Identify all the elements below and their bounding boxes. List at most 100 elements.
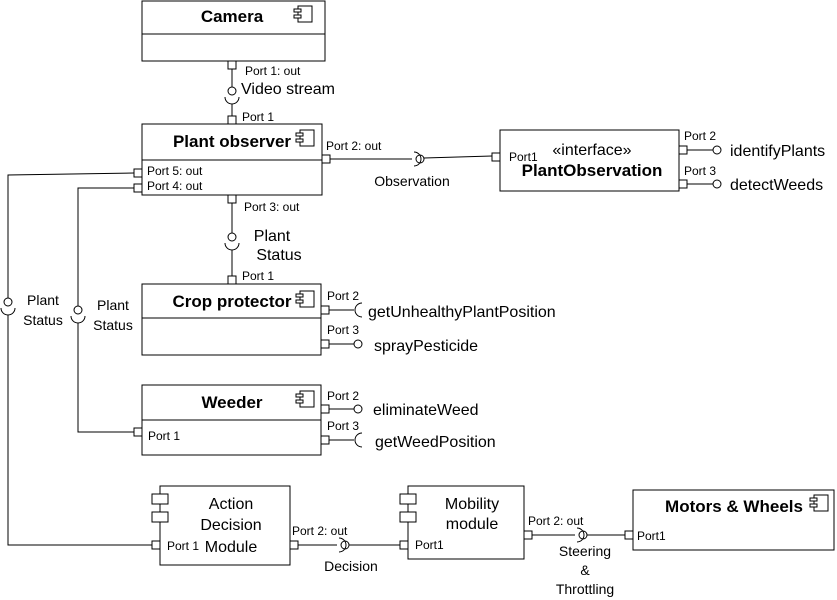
weeder-component[interactable]: Weeder — [141, 384, 322, 456]
component-icon — [293, 5, 313, 23]
plant-status-outer-line1: Plant — [27, 292, 59, 308]
steering-label-line2: & — [580, 562, 590, 578]
plant-status-inner-line2: Status — [93, 317, 133, 333]
camera-port-1[interactable] — [227, 60, 237, 70]
weeder-port-1-label: Port 1 — [148, 429, 180, 443]
plant-status-outer-required-icon — [0, 307, 16, 316]
video-stream-required-icon — [224, 96, 240, 105]
crop-protector-port-3-label: Port 3 — [327, 323, 359, 337]
camera-title: Camera — [201, 7, 264, 26]
plant-observer-port-5-label: Port 5: out — [147, 164, 203, 178]
decision-label: Decision — [324, 558, 378, 574]
weeder-port-2[interactable] — [320, 404, 330, 414]
action-decision-port-2[interactable] — [289, 540, 299, 550]
camera-port-1-label: Port 1: out — [245, 64, 301, 78]
plant-observer-port-2-label: Port 2: out — [326, 139, 382, 153]
crop-protector-port-1[interactable] — [227, 275, 237, 285]
get-weed-position-required-icon — [354, 432, 363, 448]
weeder-port-2-label: Port 2 — [327, 389, 359, 403]
interface-stereotype: «interface» — [552, 142, 631, 159]
action-decision-port-2-label: Port 2: out — [292, 524, 348, 538]
eliminate-weed-provided-icon — [353, 404, 363, 414]
observation-provided-icon — [415, 154, 425, 164]
mobility-port-2-label: Port 2: out — [528, 514, 584, 528]
plant-observer-port-1-label: Port 1 — [242, 110, 274, 124]
plant-observer-port-1[interactable] — [227, 115, 237, 125]
interface-port-2-label: Port 2 — [684, 129, 716, 143]
steering-label-line1: Steering — [559, 543, 611, 559]
action-decision-title-line1: Action — [209, 496, 253, 513]
plant-observer-port-5[interactable] — [133, 168, 143, 178]
mobility-title-line2: module — [446, 516, 499, 533]
camera-component[interactable]: Camera — [141, 0, 326, 62]
steering-label-line3: Throttling — [556, 581, 614, 597]
plant-status-outer-provided-icon — [3, 297, 13, 307]
steering-required-icon — [576, 527, 585, 543]
component-icon — [295, 129, 315, 147]
plant-observation-interface[interactable]: «interface» PlantObservation — [499, 129, 680, 192]
identify-plants-label: identifyPlants — [730, 143, 825, 160]
action-decision-title-line2: Decision — [200, 517, 261, 534]
crop-protector-title: Crop protector — [173, 292, 292, 311]
plant-status-label-line2: Status — [256, 247, 301, 264]
plant-status-required-icon — [224, 242, 240, 251]
plant-status-inner-line1: Plant — [97, 297, 129, 313]
plant-status-provided-icon — [227, 232, 237, 242]
weeder-port-1[interactable] — [133, 427, 143, 437]
interface-port-1[interactable] — [491, 152, 501, 162]
spray-pesticide-provided-icon — [353, 339, 363, 349]
interface-port-3[interactable] — [678, 179, 688, 189]
weeder-title: Weeder — [201, 393, 262, 412]
crop-protector-port-2[interactable] — [320, 305, 330, 315]
plant-status-inner-required-icon — [70, 315, 86, 324]
observation-required-icon — [413, 151, 422, 167]
get-weed-position-label: getWeedPosition — [375, 434, 496, 451]
plant-status-outer-line2: Status — [23, 312, 63, 328]
get-unhealthy-required-icon — [354, 302, 363, 318]
component-icon — [295, 290, 315, 308]
observation-label: Observation — [374, 173, 449, 189]
component-icon — [295, 390, 315, 408]
detect-weeds-provided-icon — [712, 179, 722, 189]
motors-wheels-port-1-label: Port1 — [637, 529, 666, 543]
plant-status-inner-provided-icon — [73, 305, 83, 315]
plant-observer-port-3-label: Port 3: out — [244, 200, 300, 214]
crop-protector-component[interactable]: Crop protector — [141, 283, 322, 356]
action-decision-port-1[interactable] — [151, 540, 161, 550]
detect-weeds-label: detectWeeds — [730, 177, 823, 194]
interface-port-2[interactable] — [678, 145, 688, 155]
plant-status-label-line1: Plant — [254, 228, 291, 245]
crop-protector-port-1-label: Port 1 — [242, 269, 274, 283]
mobility-module-component[interactable]: Mobility module — [399, 485, 525, 560]
plant-observer-port-3[interactable] — [227, 194, 237, 204]
mobility-port-1-label: Port1 — [415, 538, 444, 552]
action-decision-title-line3: Module — [205, 539, 258, 556]
motors-wheels-component[interactable]: Motors & Wheels — [632, 489, 835, 551]
component-icon — [809, 494, 829, 512]
action-decision-port-1-label: Port 1 — [167, 539, 199, 553]
decision-required-icon — [338, 537, 347, 553]
crop-protector-port-2-label: Port 2 — [327, 289, 359, 303]
mobility-port-1[interactable] — [399, 540, 409, 550]
plant-observer-port-2[interactable] — [321, 154, 331, 164]
plant-observer-port-4[interactable] — [133, 183, 143, 193]
interface-title: PlantObservation — [522, 161, 663, 180]
interface-port-1-label: Port1 — [509, 150, 538, 164]
spray-pesticide-label: sprayPesticide — [374, 338, 478, 355]
identify-plants-provided-icon — [712, 145, 722, 155]
weeder-port-3-label: Port 3 — [327, 419, 359, 433]
plant-observer-title: Plant observer — [173, 132, 291, 151]
mobility-port-2[interactable] — [523, 530, 533, 540]
weeder-port-3[interactable] — [320, 435, 330, 445]
mobility-title-line1: Mobility — [445, 496, 499, 513]
crop-protector-port-3[interactable] — [320, 339, 330, 349]
plant-observer-port-4-label: Port 4: out — [147, 179, 203, 193]
motors-wheels-port-1[interactable] — [624, 530, 634, 540]
eliminate-weed-label: eliminateWeed — [373, 402, 479, 419]
component-lollipop-tabs — [399, 493, 417, 523]
action-decision-module-component[interactable]: Action Decision Module — [151, 485, 291, 566]
motors-wheels-title: Motors & Wheels — [665, 497, 803, 516]
video-stream-provided-icon — [227, 86, 237, 96]
video-stream-label: Video stream — [241, 81, 335, 98]
